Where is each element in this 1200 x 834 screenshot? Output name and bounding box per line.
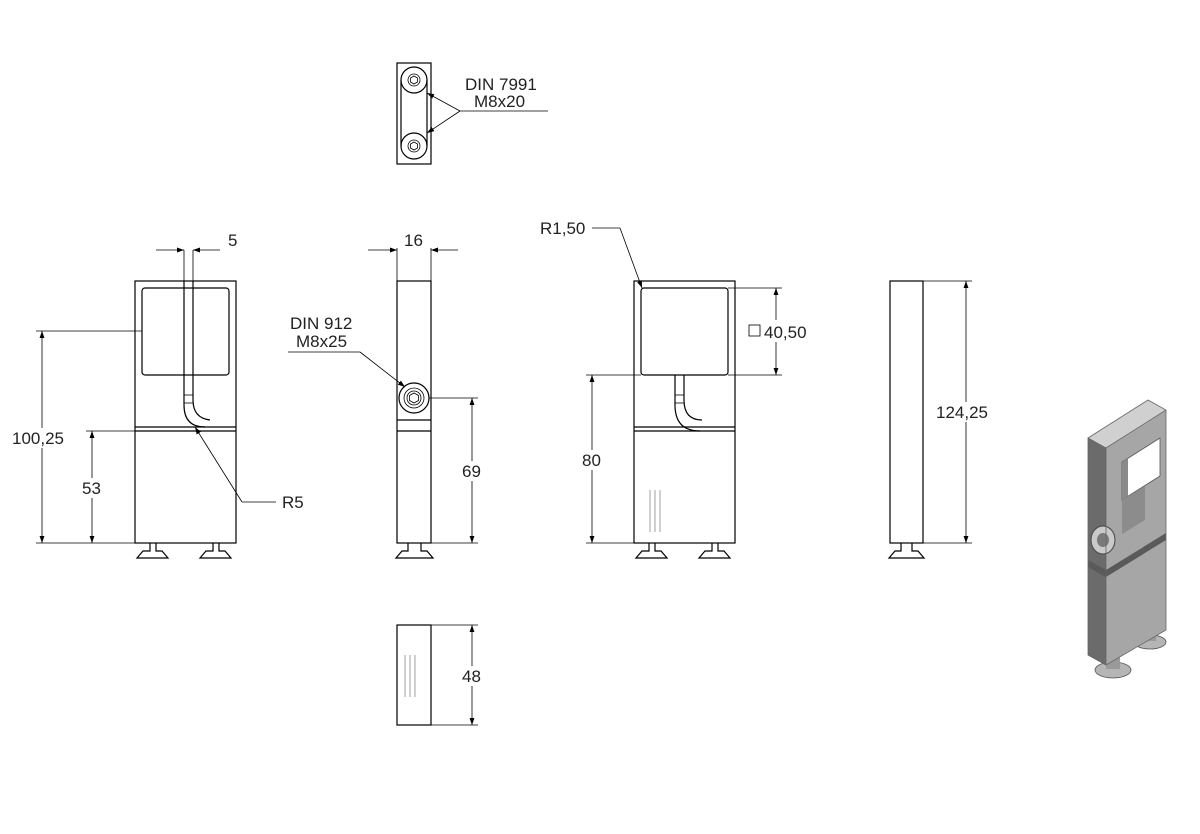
side-bolt-label-line1: DIN 912 xyxy=(290,314,352,333)
dim-slot-width: 5 xyxy=(228,231,237,250)
isometric-view xyxy=(1087,399,1167,679)
dim-overall-height-front: 100,25 xyxy=(12,429,64,448)
dim-upper-slot-height: 80 xyxy=(582,451,601,470)
bottom-view: 48 xyxy=(396,624,486,726)
front-view: 5 100,25 53 R5 xyxy=(10,231,304,559)
dim-lower-block: 53 xyxy=(82,479,101,498)
top-bolt-label-line1: DIN 7991 xyxy=(465,75,537,94)
label-radius-slot: R5 xyxy=(282,493,304,512)
dim-bottom-depth: 48 xyxy=(462,667,481,686)
rear-view: R1,50 40,50 80 xyxy=(540,219,816,559)
side-bolt-label-line2: M8x25 xyxy=(296,332,347,351)
side-view: 16 69 DIN 912 M8x25 xyxy=(288,231,486,559)
dim-square-size: 40,50 xyxy=(764,323,807,342)
dim-bolt-height: 69 xyxy=(462,462,481,481)
dim-thickness: 16 xyxy=(404,231,423,250)
dim-overall-height-side: 124,25 xyxy=(936,403,988,422)
label-radius-small: R1,50 xyxy=(540,219,585,238)
right-side-view: 124,25 xyxy=(887,280,998,559)
top-view: DIN 7991 M8x20 xyxy=(396,62,548,165)
top-bolt-label-line2: M8x20 xyxy=(474,92,525,111)
